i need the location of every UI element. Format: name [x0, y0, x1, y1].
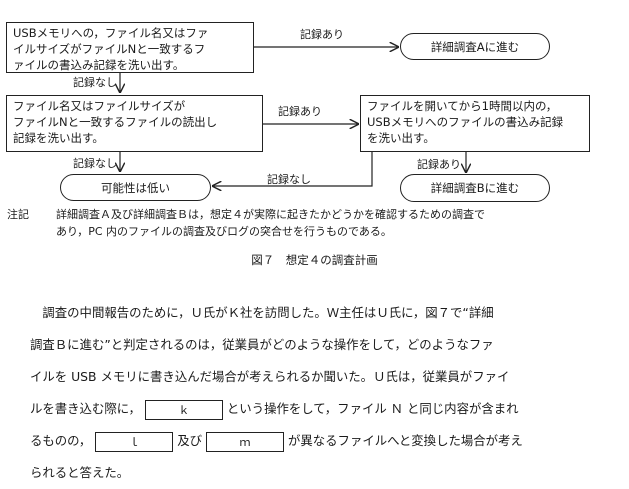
- outcome-detail-a: 詳細調査Aに進む: [400, 33, 550, 60]
- para-line-6: られると答えた。: [30, 465, 130, 480]
- para-line-4-a: ルを書き込む際に，: [30, 401, 141, 416]
- edge-label-no-3: 記録なし: [267, 173, 311, 186]
- blank-m: ｍ: [206, 431, 284, 452]
- para-line-4-b: という操作をして，ファイル Ｎ と同じ内容が含まれ: [226, 401, 519, 416]
- note-line-2: あり，PC 内のファイルの調査及びログの突合せを行うものである。: [56, 225, 392, 238]
- flow-box-3: ファイルを開いてから1時間以内の， USBメモリへのファイルの書込み記録 を洗い…: [360, 95, 590, 152]
- figure-caption: 図７ 想定４の調査計画: [251, 253, 378, 267]
- note-head: 注記: [7, 208, 29, 221]
- flow-box-2: ファイル名又はファイルサイズが ファイルNと一致するファイルの読出し 記録を洗い…: [6, 95, 263, 152]
- note-line-1: 詳細調査Ａ及び詳細調査Ｂは，想定４が実際に起きたかどうかを確認するための調査で: [56, 208, 485, 221]
- edge-label-no-2: 記録なし: [73, 157, 117, 170]
- para-line-5-c: が異なるファイルへと変換した場合が考え: [288, 433, 523, 448]
- blank-k: ｋ: [144, 399, 223, 420]
- para-line-3: イルを USB メモリに書き込んだ場合が考えられるか聞いた。Ｕ氏は，従業員がファ…: [30, 369, 510, 384]
- para-line-1: 調査の中間報告のために，Ｕ氏がＫ社を訪問した。Ｗ主任はＵ氏に，図７で“詳細: [42, 305, 494, 320]
- edge-label-yes-b2: 記録あり: [278, 105, 322, 118]
- body-paragraph: 調査の中間報告のために，Ｕ氏がＫ社を訪問した。Ｗ主任はＵ氏に，図７で“詳細 調査…: [30, 297, 605, 489]
- edge-label-yes-a: 記録あり: [300, 28, 344, 41]
- outcome-detail-b: 詳細調査Bに進む: [400, 174, 550, 202]
- para-line-5-b: 及び: [177, 433, 202, 448]
- para-line-5-a: るものの，: [30, 433, 92, 448]
- edge-label-yes-b3: 記録あり: [417, 158, 461, 171]
- flow-box-1: USBメモリへの，ファイル名又はファ イルサイズがファイルNと一致するフ ァイル…: [6, 22, 254, 73]
- outcome-low-possibility: 可能性は低い: [60, 174, 211, 201]
- arrow-box3-to-low: [213, 152, 373, 186]
- edge-label-no-1: 記録なし: [73, 76, 117, 89]
- blank-l: ｌ: [95, 431, 174, 452]
- para-line-2: 調査Ｂに進む”と判定されるのは，従業員がどのような操作をして，どのようなファ: [30, 337, 494, 352]
